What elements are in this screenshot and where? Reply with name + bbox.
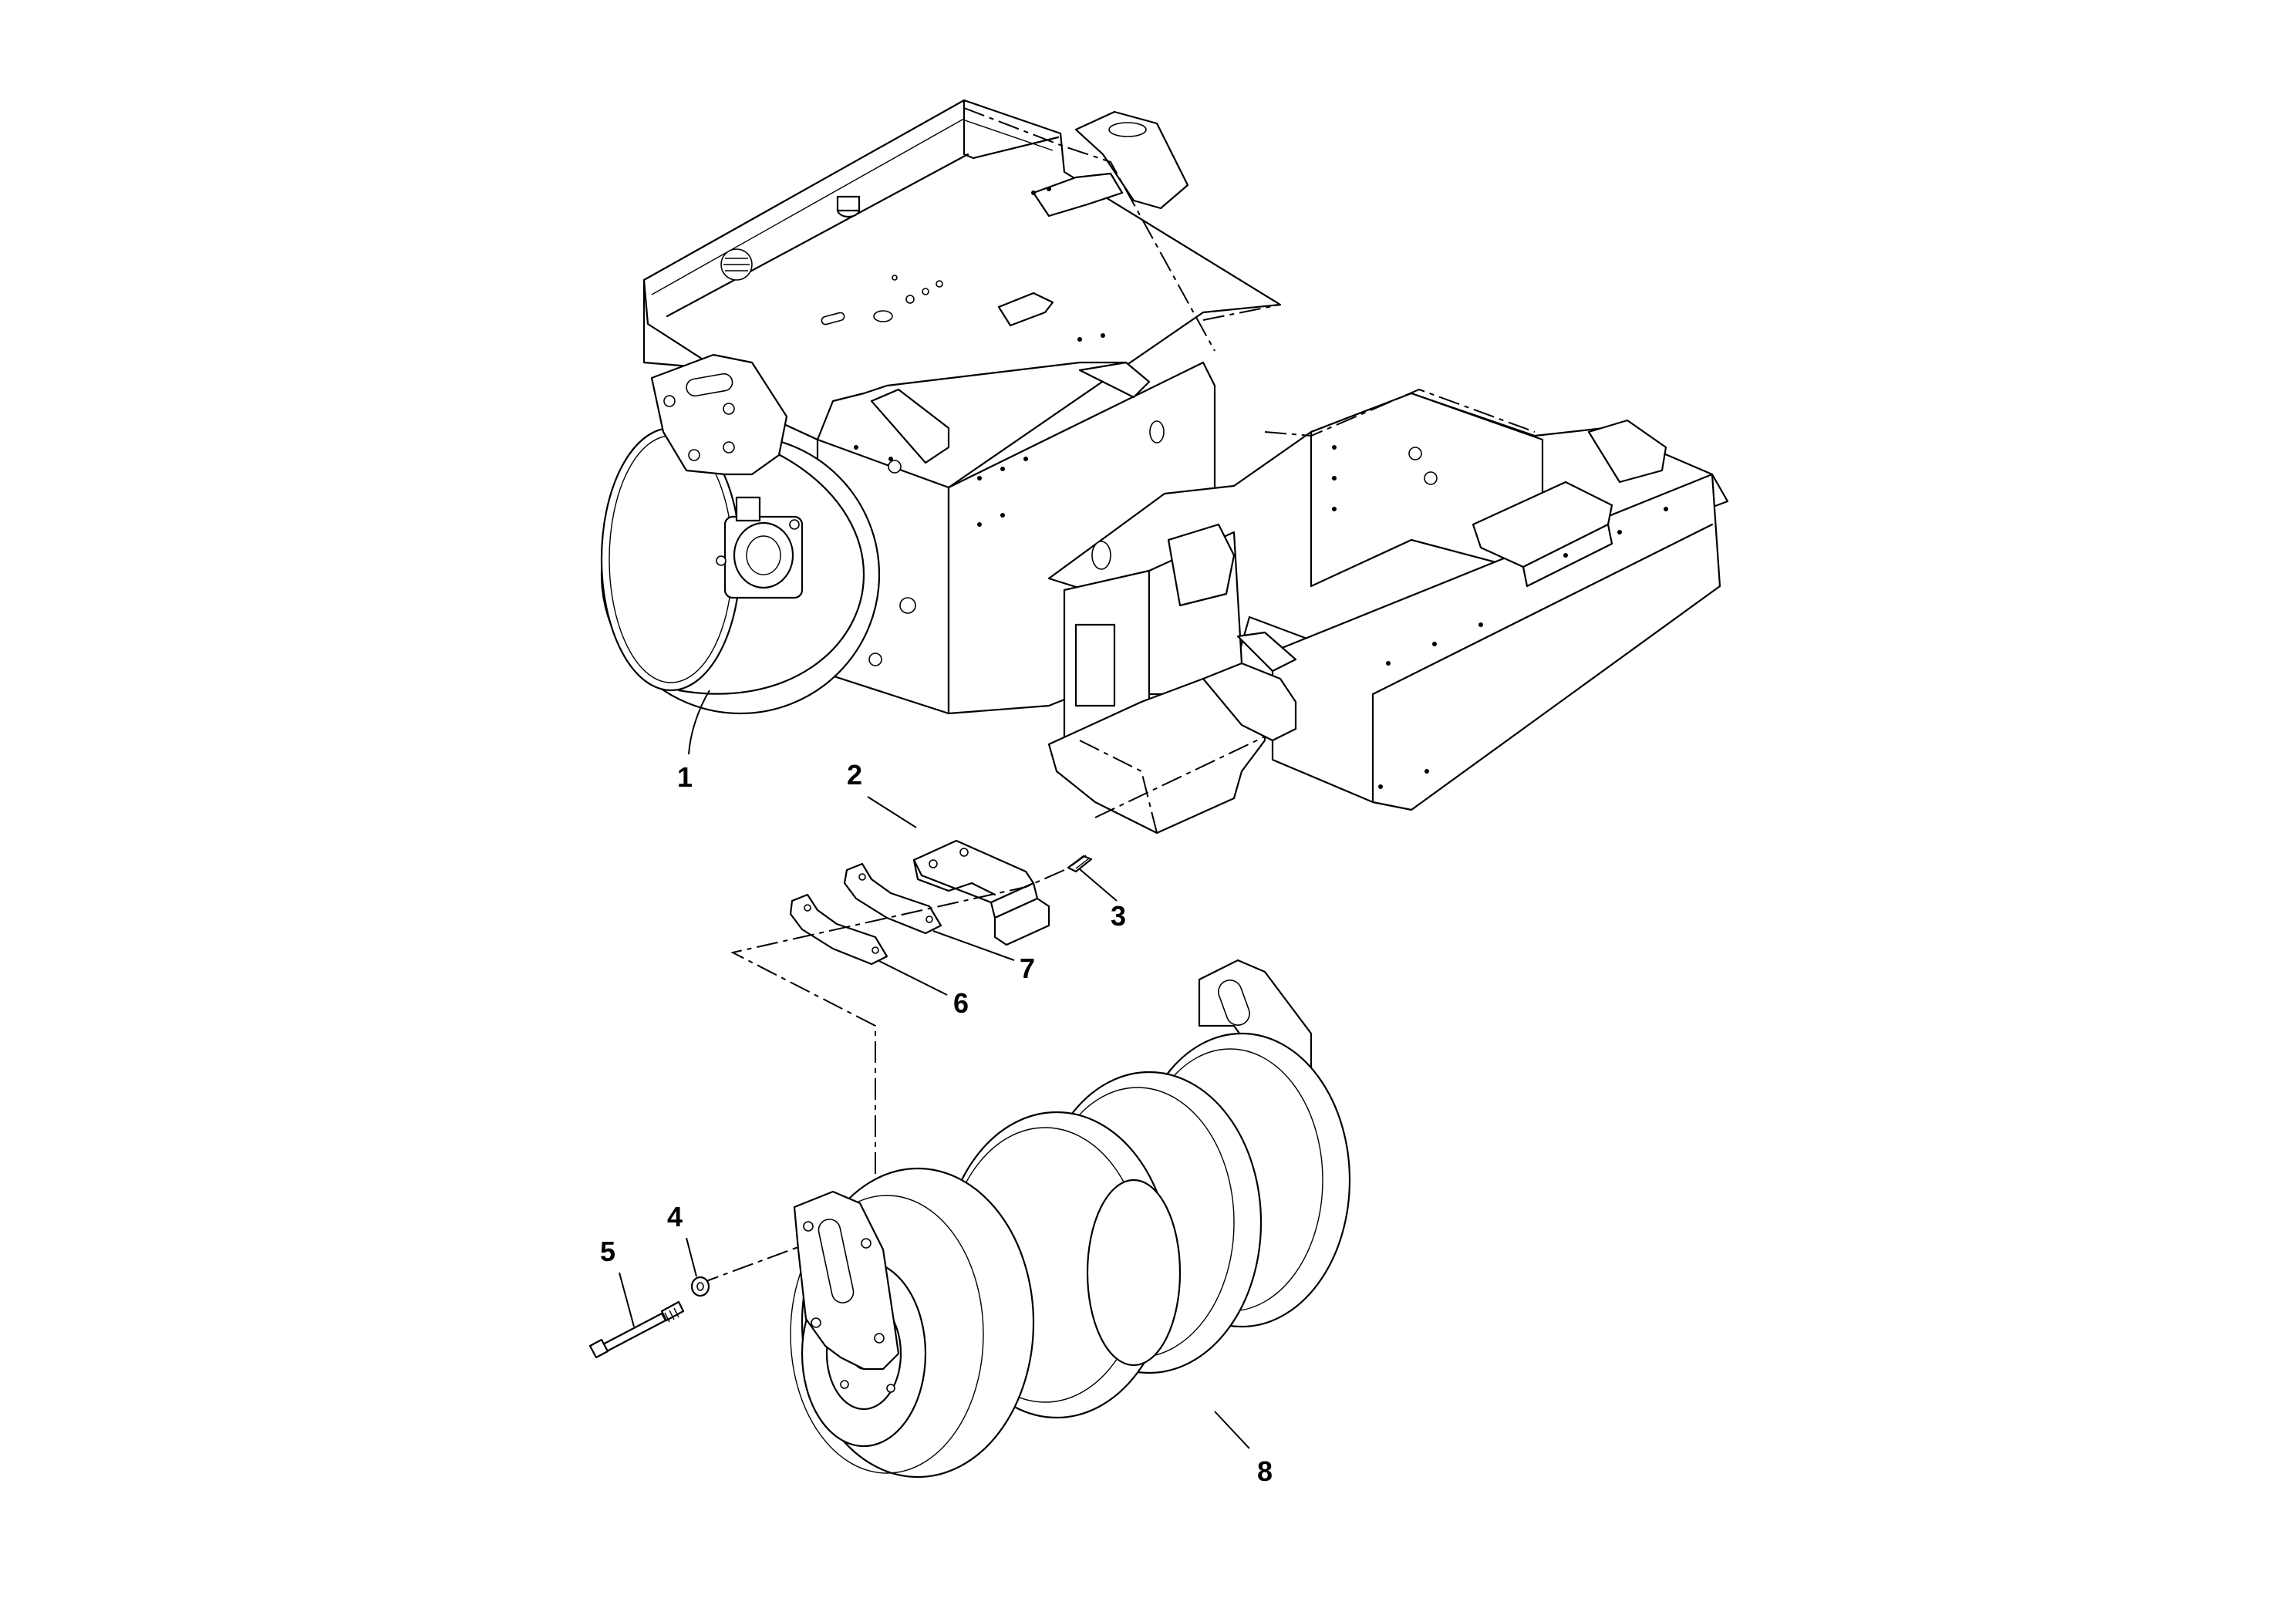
svg-text:2: 2 — [847, 759, 862, 791]
assembly-line-rear — [1094, 736, 1266, 818]
callout-7: 7 — [932, 930, 1035, 984]
svg-text:7: 7 — [1020, 953, 1035, 984]
callout-1: 1 — [677, 690, 710, 793]
callouts: 1 2 3 7 6 4 5 8 — [600, 690, 1273, 1487]
svg-text:3: 3 — [1111, 900, 1126, 932]
callout-8: 8 — [1214, 1411, 1273, 1487]
svg-text:5: 5 — [600, 1236, 615, 1267]
svg-text:4: 4 — [667, 1201, 683, 1233]
callout-5: 5 — [600, 1236, 635, 1327]
part-3-pin — [1067, 855, 1093, 873]
part-7-shim — [843, 862, 942, 935]
callout-2: 2 — [847, 759, 917, 828]
part-4-washer — [690, 1276, 710, 1297]
svg-text:6: 6 — [953, 987, 969, 1019]
callout-6: 6 — [878, 960, 969, 1019]
callout-4: 4 — [667, 1201, 697, 1277]
assembly-line-shims — [730, 869, 1065, 1207]
svg-text:8: 8 — [1257, 1455, 1273, 1487]
callout-3: 3 — [1079, 868, 1126, 932]
rear-chassis — [1047, 388, 1729, 835]
svg-text:1: 1 — [677, 761, 693, 793]
drum-assembly — [600, 353, 881, 715]
part-5-bolt — [588, 1300, 685, 1359]
assembly-line-bolt — [697, 1245, 803, 1285]
part-2-mounting-block — [912, 839, 1050, 946]
part-8-tire-assembly — [790, 959, 1351, 1479]
